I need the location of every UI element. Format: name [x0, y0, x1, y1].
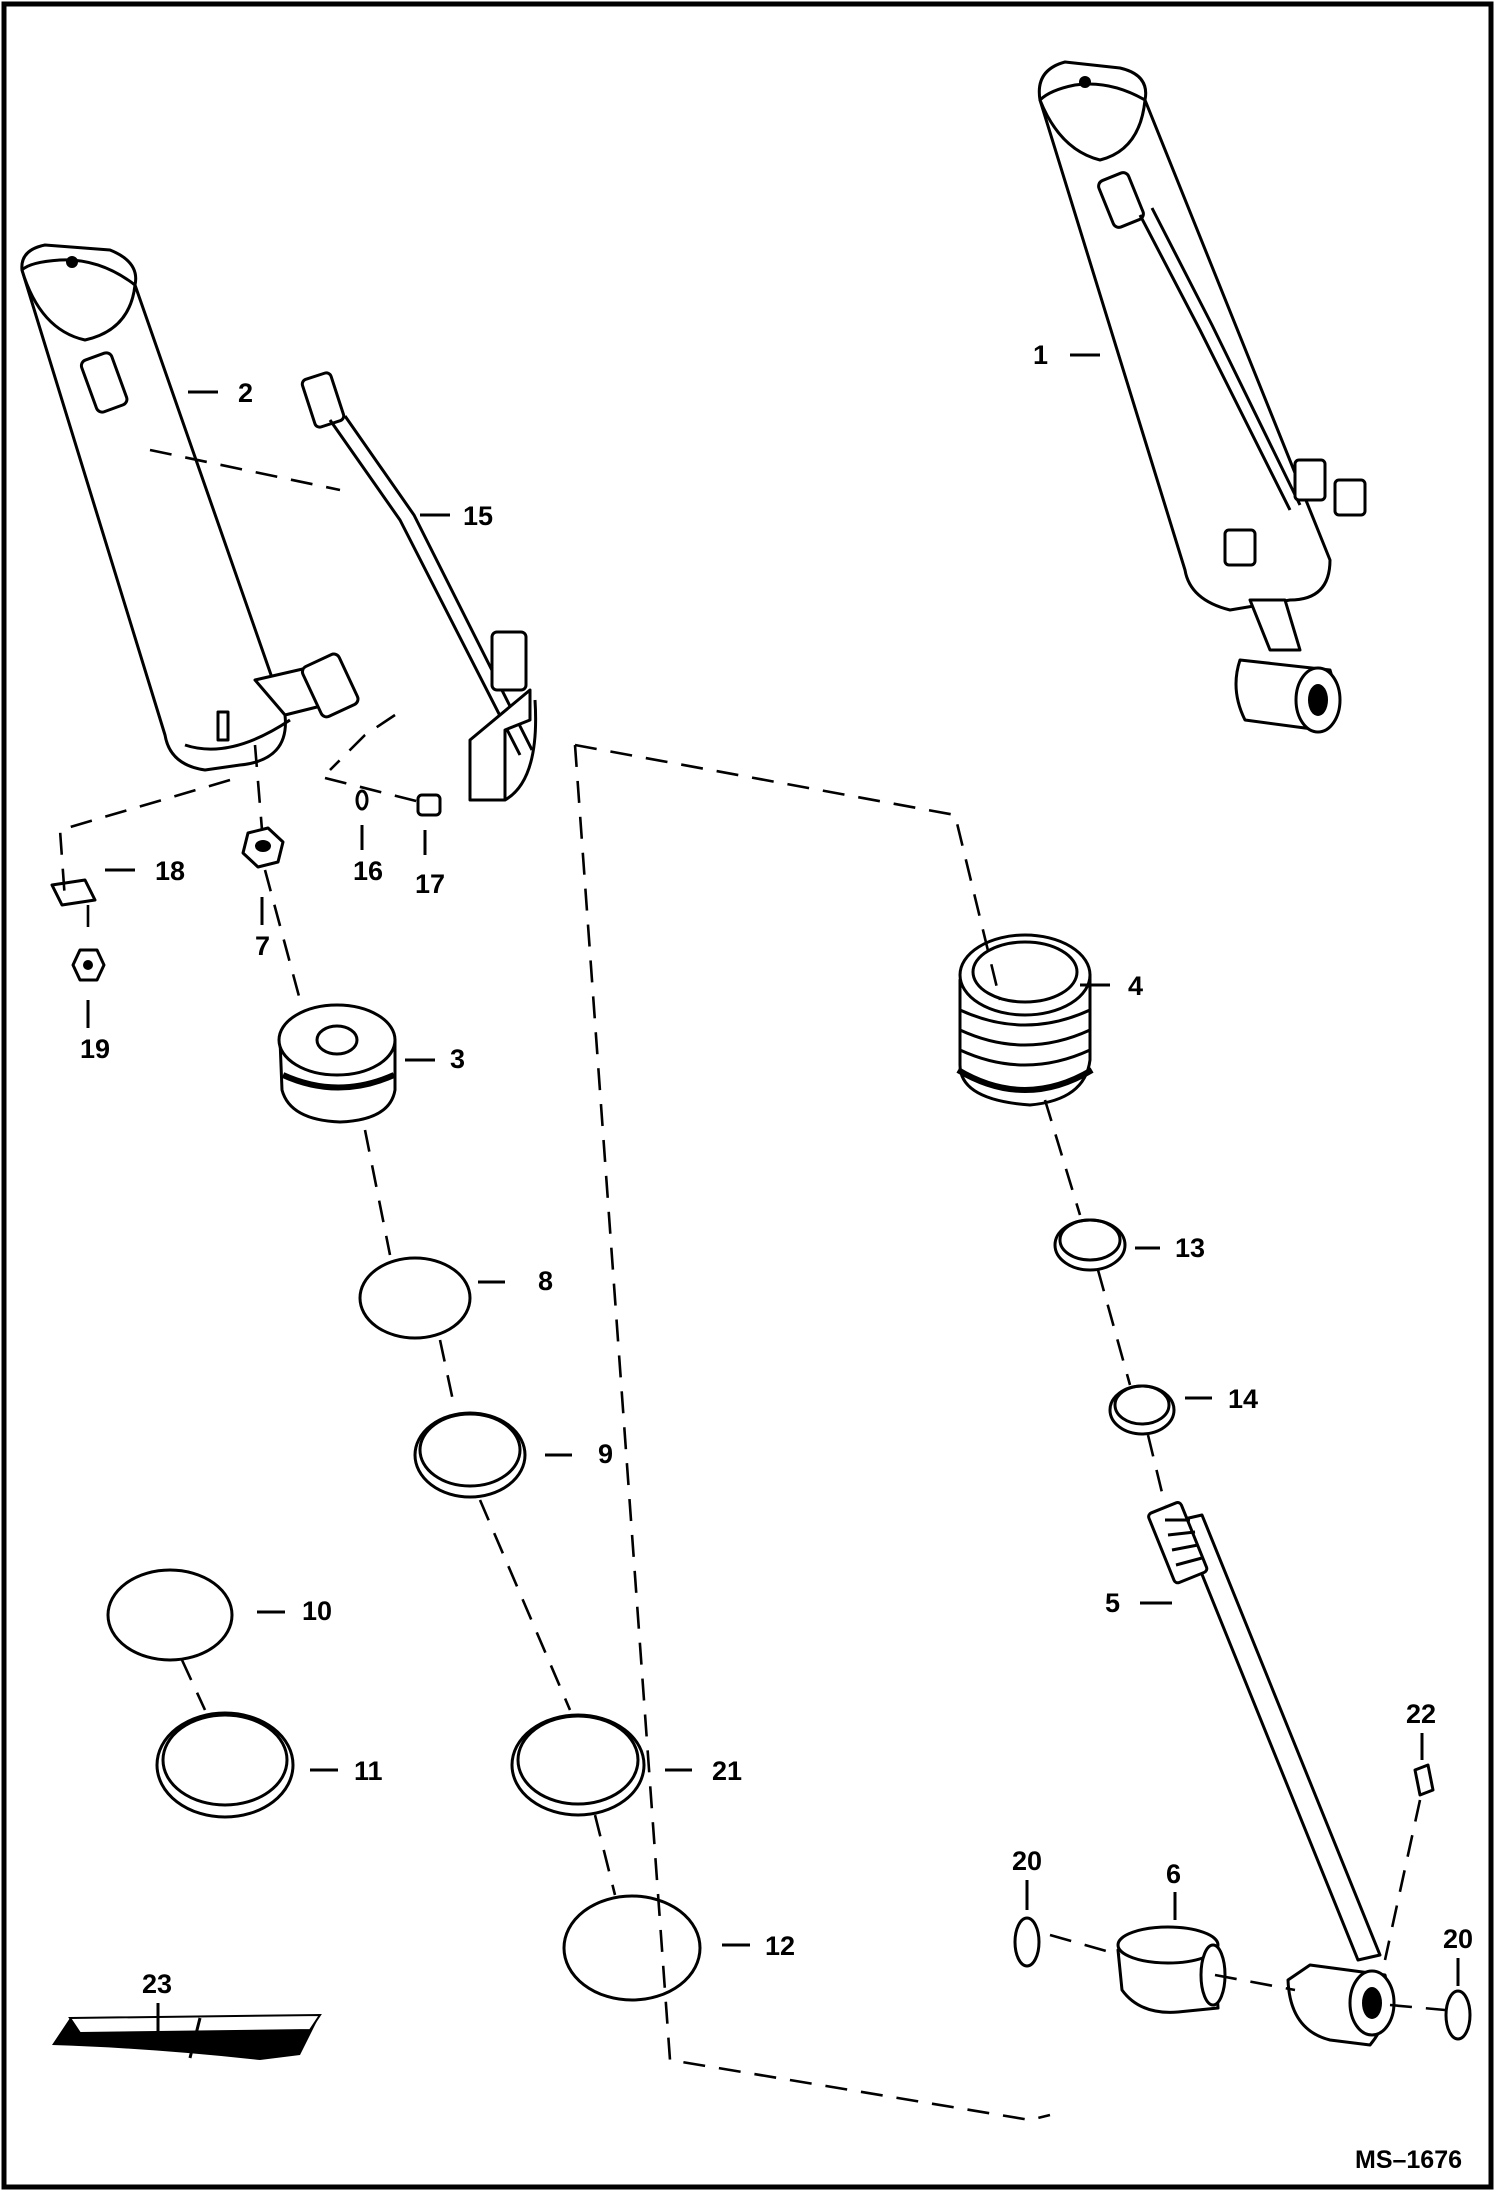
callout-18: 18 [155, 856, 185, 886]
callout-15: 15 [463, 501, 493, 531]
callout-22: 22 [1406, 1699, 1436, 1729]
callout-4: 4 [1128, 971, 1143, 1001]
callout-16: 16 [353, 856, 383, 886]
callout-6: 6 [1166, 1859, 1181, 1889]
callout-5: 5 [1105, 1588, 1120, 1618]
callout-20-left: 20 [1012, 1846, 1042, 1876]
callout-19: 19 [80, 1034, 110, 1064]
callout-1: 1 [1033, 340, 1048, 370]
callout-3: 3 [450, 1044, 465, 1074]
callout-7: 7 [255, 931, 270, 961]
seal-rings-drawing [106, 1218, 1176, 2002]
decal-drawing [52, 2013, 322, 2060]
callout-17: 17 [415, 869, 445, 899]
drawing-code: MS–1676 [1355, 2146, 1462, 2174]
callout-21: 21 [712, 1756, 742, 1786]
callout-8: 8 [538, 1266, 553, 1296]
callout-23: 23 [142, 1969, 172, 1999]
hydraulic-tube-drawing [300, 371, 538, 802]
assembly-dash-lines [58, 448, 1446, 2122]
callout-20-right: 20 [1443, 1924, 1473, 1954]
callout-10: 10 [302, 1596, 332, 1626]
callout-labels: 1 2 15 18 7 16 17 19 4 3 8 9 13 14 5 10 … [80, 340, 1473, 2174]
callout-2: 2 [238, 378, 253, 408]
callout-13: 13 [1175, 1233, 1205, 1263]
rod-drawing [1147, 1501, 1396, 2047]
piston-drawing [956, 933, 1094, 1107]
assembled-cylinder-drawing [1037, 60, 1367, 734]
pin-rings-drawing [1013, 1763, 1472, 2041]
leader-lines [86, 353, 1460, 2035]
callout-14: 14 [1228, 1384, 1258, 1414]
bushing-drawing [1116, 1925, 1227, 2014]
callout-9: 9 [598, 1439, 613, 1469]
barrel-drawing [20, 243, 360, 772]
callout-12: 12 [765, 1931, 795, 1961]
head-drawing [277, 1003, 397, 1124]
callout-11: 11 [354, 1756, 383, 1786]
